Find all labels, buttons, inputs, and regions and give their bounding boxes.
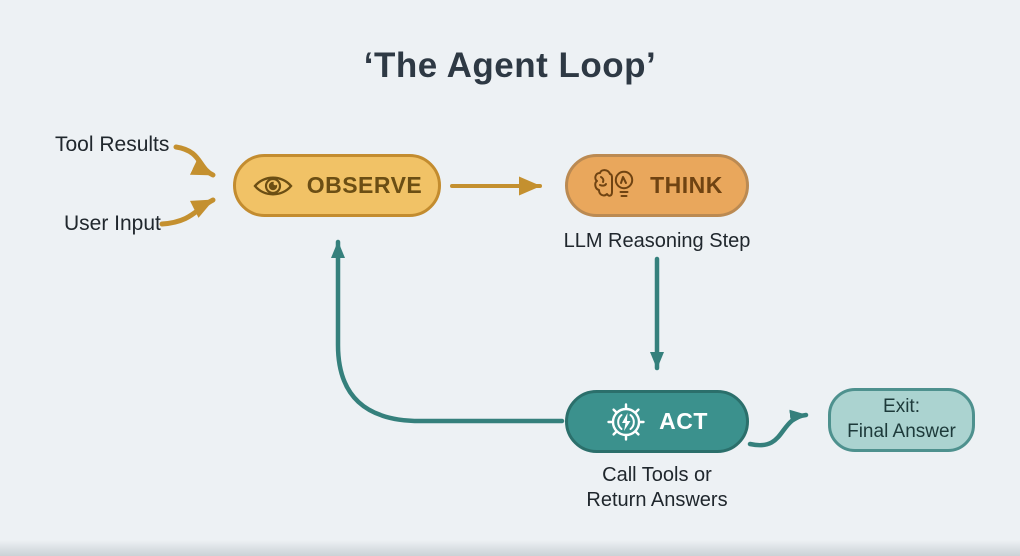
tool-results-label: Tool Results (55, 133, 170, 156)
arrow-act-to-observe-loop (331, 239, 565, 424)
act-label: ACT (659, 408, 708, 434)
gear-bolt-icon (606, 402, 646, 442)
page-title: ‘The Agent Loop’ (363, 46, 657, 85)
exit-label: Exit: Final Answer (847, 396, 956, 442)
arrow-act-to-exit (747, 409, 809, 448)
arrow-user-input-to-observe (159, 197, 216, 227)
eye-icon (252, 171, 294, 201)
exit-node: Exit: Final Answer (828, 388, 975, 452)
think-label: THINK (650, 172, 723, 198)
brain-bulb-icon (591, 167, 637, 205)
act-caption: Call Tools or Return Answers (586, 464, 728, 512)
user-input-label: User Input (64, 212, 161, 235)
act-node: ACT (565, 390, 749, 453)
arrow-tool-results-to-observe (173, 144, 216, 178)
observe-label: OBSERVE (306, 172, 423, 198)
think-caption: LLM Reasoning Step (563, 230, 751, 252)
think-node: THINK (565, 154, 749, 217)
observe-node: OBSERVE (233, 154, 441, 217)
